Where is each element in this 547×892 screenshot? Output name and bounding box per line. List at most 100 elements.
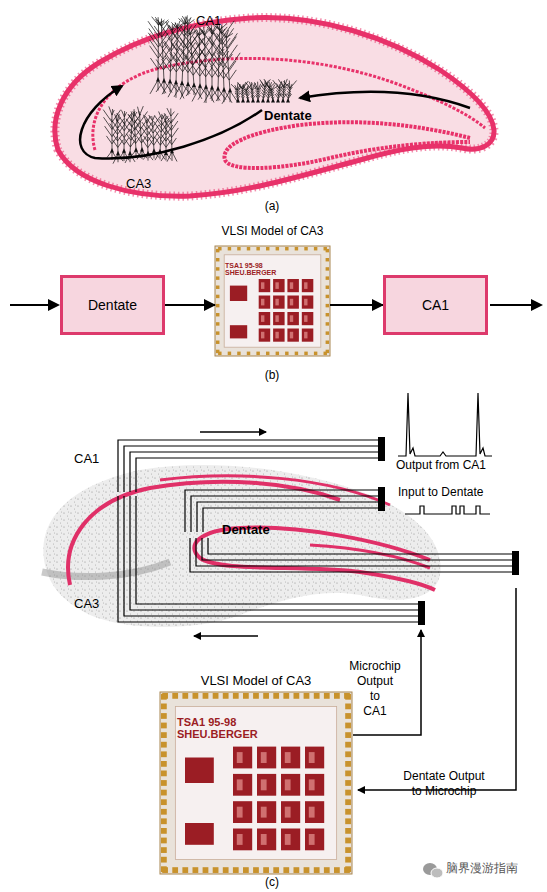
circuit-block — [257, 801, 276, 823]
neuron-soma — [222, 87, 226, 92]
chip-pad — [161, 866, 167, 872]
hippocampal-slice — [42, 562, 170, 577]
chip-pad — [345, 809, 351, 815]
circuit-block — [290, 332, 293, 339]
neuron-soma — [168, 79, 172, 84]
circuit-block — [285, 752, 291, 763]
chip-pad — [228, 247, 231, 250]
panel-label: (a) — [252, 200, 292, 214]
chip-pad — [326, 258, 329, 261]
circuit-block — [302, 279, 314, 292]
circuit-block — [281, 774, 300, 796]
neuron-soma — [276, 98, 280, 103]
chip-pad — [216, 304, 219, 307]
circuit-block — [259, 312, 271, 325]
panel-label: (c) — [252, 876, 292, 890]
electrode-wires — [202, 538, 512, 560]
circuit-block — [309, 752, 315, 763]
electrode-terminal — [378, 443, 385, 449]
chip-pad — [161, 838, 167, 844]
chip-heading: VLSI Model of CA3 — [175, 224, 370, 238]
electrode-terminal — [418, 607, 425, 613]
electrode-wires — [136, 458, 378, 492]
chip-pad — [161, 723, 167, 729]
circuit-block — [233, 747, 252, 769]
circuit-block — [233, 774, 252, 796]
chip-pad — [247, 352, 250, 355]
edge-arrow — [165, 304, 215, 306]
chip-pad — [314, 693, 320, 699]
chip-pad — [326, 276, 329, 279]
chip-pad — [216, 267, 219, 270]
electrode-wires — [124, 496, 418, 616]
hippocampus-illustration — [55, 15, 494, 196]
circuit-block — [302, 312, 314, 325]
chip-pad — [294, 867, 300, 873]
chip-pad — [345, 847, 351, 853]
circuit-block — [237, 807, 243, 818]
chip-pad — [182, 867, 188, 873]
chip-package — [160, 692, 352, 874]
neuron-soma — [140, 147, 144, 152]
box-label: CA1 — [422, 297, 449, 313]
hippocampus-illustration — [224, 122, 470, 168]
chip-pad — [213, 867, 219, 873]
signal-arrow — [490, 304, 541, 306]
region-label: CA3 — [126, 177, 151, 192]
chip-pad — [203, 867, 209, 873]
chip-pad — [216, 331, 219, 334]
circuit-block — [305, 774, 324, 796]
chip-pad — [285, 247, 288, 250]
circuit-block — [281, 801, 300, 823]
electrode-terminal — [378, 449, 385, 455]
chip-pad — [314, 867, 320, 873]
neuron-soma — [286, 98, 290, 103]
circuit-block — [261, 752, 267, 763]
neuron-soma — [210, 85, 214, 90]
circuit-block — [261, 332, 264, 339]
region-label: Microchip Output to CA1 — [340, 659, 410, 719]
chip-pad — [216, 322, 219, 325]
chip-pad — [304, 247, 307, 250]
chip-pad — [345, 713, 351, 719]
circuit-block — [290, 282, 293, 289]
circuit-block — [259, 296, 271, 309]
region-label: CA3 — [74, 597, 99, 612]
circuit-block — [309, 807, 315, 818]
hippocampal-slice — [43, 465, 440, 627]
chip-pad — [345, 723, 351, 729]
neuron-soma — [216, 86, 220, 91]
chip-pad — [213, 693, 219, 699]
chip-pad — [161, 751, 167, 757]
chip-pad — [266, 352, 269, 355]
hippocampal-slice — [42, 465, 441, 627]
circuit-block — [259, 279, 271, 292]
chip-pad — [314, 352, 317, 355]
circuit-block — [304, 299, 307, 306]
pathway-arrow — [300, 92, 470, 108]
chip-pad — [345, 828, 351, 834]
circuit-block — [305, 801, 324, 823]
neuron-dendrite — [284, 81, 297, 102]
chip-pad — [203, 693, 209, 699]
chip-pad — [314, 247, 317, 250]
chip-pad — [223, 867, 229, 873]
neuron-soma — [122, 148, 126, 153]
chip-pad — [216, 350, 219, 353]
chip-pad — [161, 713, 167, 719]
watermark-icon — [423, 863, 443, 878]
chip-pad — [345, 780, 351, 786]
neuron-dendrite — [159, 22, 184, 94]
electrode-wires — [196, 538, 512, 566]
process-box: CA1 — [383, 275, 488, 335]
neuron-soma — [180, 81, 184, 86]
chip-pad — [326, 295, 329, 298]
circuit-block — [273, 279, 285, 292]
direction-arrow — [200, 431, 266, 433]
chip-block: VLSI Model of CA3TSA1 95-98 SHEU.BERGER — [160, 692, 352, 874]
chip-pad — [216, 286, 219, 289]
chip-pad — [324, 247, 327, 250]
circuit-block — [261, 315, 264, 322]
neuron-soma — [156, 77, 160, 82]
